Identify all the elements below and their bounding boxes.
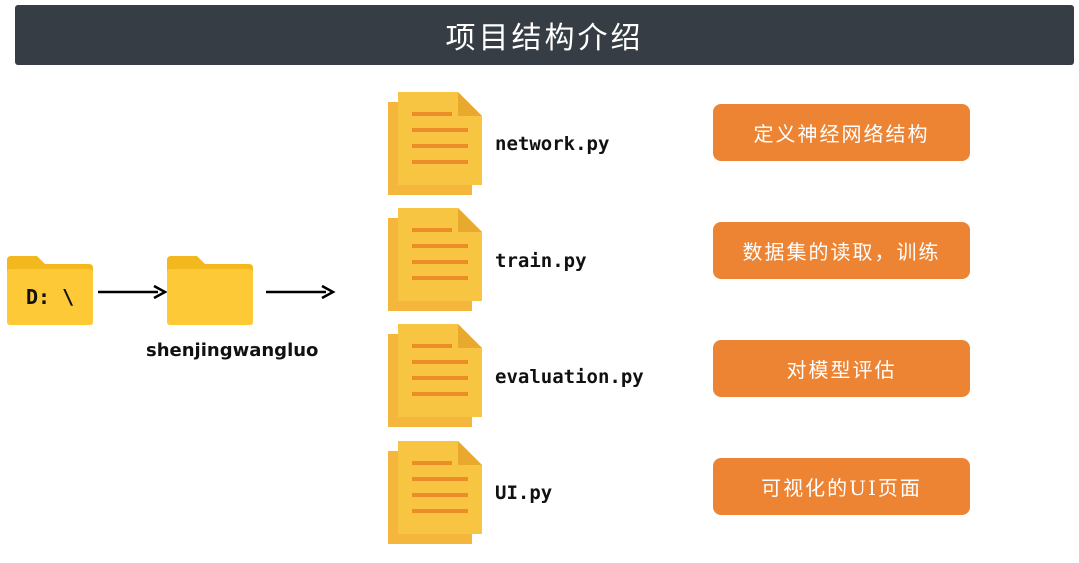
file-name-train: train.py: [495, 250, 587, 272]
document-icon: [388, 92, 482, 195]
file-description: 对模型评估: [786, 358, 897, 382]
file-description-box: 对模型评估: [713, 340, 970, 397]
file-description: 可视化的UI页面: [761, 476, 922, 500]
project-folder-label: shenjingwangluo: [146, 340, 319, 361]
document-icon: [388, 208, 482, 311]
file-name-network: network.py: [495, 133, 610, 155]
root-folder-icon: [7, 256, 93, 325]
file-name-evaluation: evaluation.py: [495, 366, 644, 388]
arrow-right-icon: [266, 284, 336, 300]
document-icon: [388, 324, 482, 427]
page-title: 项目结构介绍: [445, 21, 644, 56]
arrow-right-icon: [98, 284, 168, 300]
document-icon: [388, 441, 482, 544]
project-folder-icon: [167, 256, 253, 325]
file-description: 定义神经网络结构: [753, 122, 930, 146]
file-description-box: 数据集的读取，训练: [713, 222, 970, 279]
file-name-ui: UI.py: [495, 482, 553, 504]
file-description-box: 可视化的UI页面: [713, 458, 970, 515]
file-description: 数据集的读取，训练: [742, 240, 941, 264]
file-description-box: 定义神经网络结构: [713, 104, 970, 161]
title-bar: 项目结构介绍: [15, 5, 1074, 65]
root-folder-label: D: \: [26, 285, 75, 309]
